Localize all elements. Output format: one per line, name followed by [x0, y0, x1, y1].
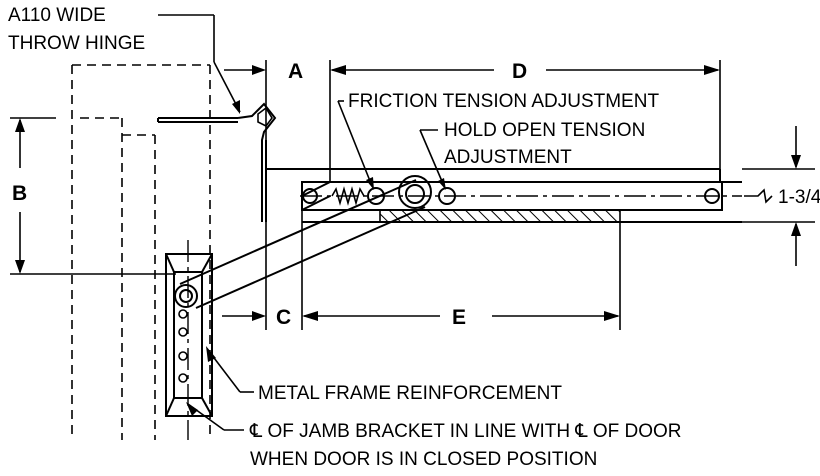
adjustment-labels: FRICTION TENSION ADJUSTMENT HOLD OPEN TE… [337, 91, 659, 190]
door-frame-outline [71, 64, 211, 440]
dimension-a-label: A [288, 60, 303, 83]
dimension-c: C [222, 222, 291, 330]
hinge-label-line1: A110 WIDE [8, 5, 106, 26]
dimension-d-label: D [512, 60, 527, 83]
hold-open-label-line2: ADJUSTMENT [444, 147, 572, 168]
hinge-label-line2: THROW HINGE [8, 33, 145, 54]
hinge-assembly [157, 102, 721, 222]
reinforcement-label: METAL FRAME REINFORCEMENT [258, 383, 562, 404]
jamb-note-line2: WHEN DOOR IS IN CLOSED POSITION [250, 449, 597, 470]
door-thickness-label: 1-3/4' [778, 187, 820, 208]
dimension-d: D [329, 60, 721, 182]
jamb-note-line1: ℄ OF JAMB BRACKET IN LINE WITH ℄ OF DOOR [249, 421, 682, 442]
door-thickness-dimension: 1-3/4' [742, 126, 820, 266]
jamb-bracket [165, 240, 213, 440]
dimension-b: B [10, 117, 176, 275]
hold-open-label-line1: HOLD OPEN TENSION [444, 120, 645, 141]
friction-label: FRICTION TENSION ADJUSTMENT [348, 91, 659, 112]
hinge-label: A110 WIDE THROW HINGE [8, 5, 241, 114]
dimension-e: E [301, 210, 621, 330]
dimension-b-label: B [12, 182, 27, 205]
closer-arm-channel [300, 181, 742, 223]
dimension-a: A [224, 60, 303, 140]
bottom-notes: METAL FRAME REINFORCEMENT ℄ OF JAMB BRAC… [186, 346, 682, 470]
closer-main-arm [179, 175, 432, 309]
dimension-e-label: E [452, 306, 466, 329]
dimension-c-label: C [276, 306, 291, 329]
